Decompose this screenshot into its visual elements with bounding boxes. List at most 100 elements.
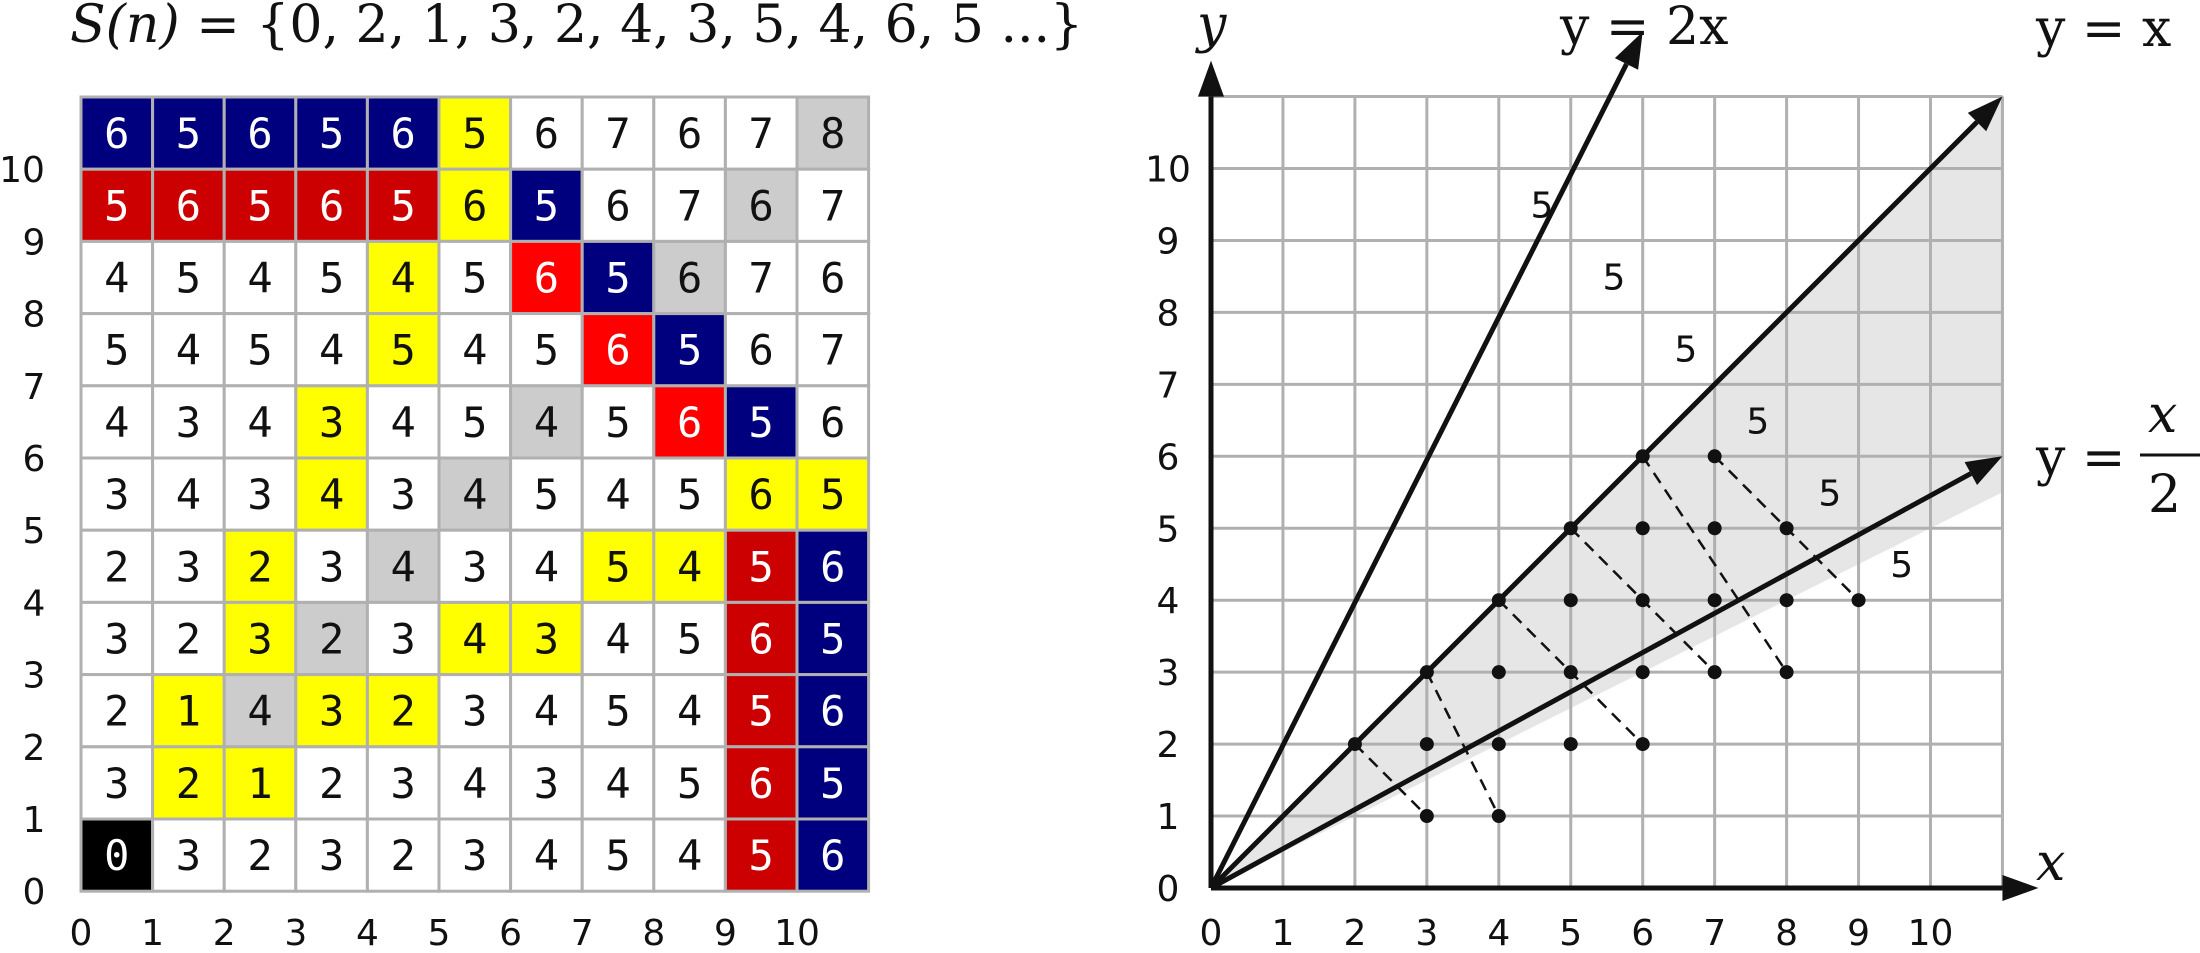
- grid-cell-value: 7: [749, 254, 774, 303]
- lattice-dot: [1707, 665, 1722, 680]
- left-x-tick: 1: [141, 913, 164, 953]
- grid-cell-value: 3: [462, 831, 487, 880]
- grid-cell: [580, 600, 656, 677]
- lattice-dot: [1851, 593, 1866, 608]
- grid-cell: [79, 600, 155, 677]
- grid-cell: [580, 95, 656, 171]
- grid-cell-value: 5: [677, 326, 702, 375]
- grid-cell: [580, 817, 656, 893]
- grid-cell-value: 6: [820, 542, 845, 591]
- line-half-denominator: 2: [2148, 465, 2181, 525]
- grid-cell: [222, 167, 298, 243]
- grid-cell-value: 4: [677, 831, 702, 880]
- five-label: 5: [1602, 257, 1625, 298]
- y-axis-label: y: [1195, 0, 1227, 55]
- grid-cell-value: 5: [462, 398, 487, 447]
- grid-cell-value: 4: [462, 470, 487, 519]
- grid-cell: [79, 384, 155, 460]
- grid-cell: [79, 456, 155, 532]
- grid-cell-value: 5: [749, 398, 774, 447]
- grid-cell-value: 6: [462, 181, 487, 230]
- grid-cell-value: 5: [104, 181, 129, 230]
- lattice-dot: [1347, 737, 1362, 752]
- grid-cell-value: 5: [820, 615, 845, 664]
- grid-cell-value: 2: [391, 831, 416, 880]
- grid-cell-value: 4: [605, 759, 630, 808]
- grid-cell-value: 5: [534, 326, 559, 375]
- left-x-tick: 8: [642, 913, 665, 953]
- grid-cell-value: 6: [319, 181, 344, 230]
- grid-cell: [365, 239, 441, 316]
- line-half-label: y = x 2: [2035, 385, 2200, 525]
- lattice-dot: [1635, 593, 1650, 608]
- grid-cell: [294, 745, 369, 821]
- grid-cell-value: 5: [319, 254, 344, 303]
- grid-cell-value: 5: [605, 254, 630, 303]
- grid-cell-value: 5: [534, 181, 559, 230]
- grid-cell-value: 7: [820, 181, 845, 230]
- grid-cell: [652, 745, 727, 821]
- grid-cell-value: 4: [247, 687, 272, 736]
- grid-cell: [437, 167, 513, 243]
- five-label: 5: [1531, 185, 1554, 226]
- lattice-dot: [1563, 665, 1578, 680]
- grid-cell-value: 4: [391, 254, 416, 303]
- right-x-tick: 9: [1847, 913, 1870, 953]
- right-x-tick: 5: [1559, 913, 1582, 953]
- grid-cell-value: 5: [319, 109, 344, 158]
- sequence-formula: S(n) = {0, 2, 1, 3, 2, 4, 3, 5, 4, 6, 5 …: [70, 0, 1083, 55]
- line-2x-label: y = 2x: [1559, 0, 1728, 57]
- grid-cell-value: 5: [605, 398, 630, 447]
- grid-cell-value: 5: [677, 470, 702, 519]
- lattice-dot: [1779, 593, 1794, 608]
- right-x-tick: 0: [1200, 913, 1223, 953]
- grid-cell-value: 3: [462, 542, 487, 591]
- grid-cell-value: 3: [176, 542, 201, 591]
- left-y-tick: 2: [23, 728, 46, 769]
- grid-cell: [795, 673, 871, 749]
- grid-cell: [222, 528, 298, 604]
- lattice-dot: [1707, 593, 1722, 608]
- left-y-tick: 4: [23, 583, 46, 624]
- lattice-dot: [1419, 809, 1434, 824]
- grid-cell-value: 3: [104, 470, 129, 519]
- right-y-tick: 4: [1157, 581, 1180, 622]
- grid-cell: [79, 528, 155, 604]
- right-x-tick: 8: [1775, 913, 1798, 953]
- grid-cell-value: 5: [605, 687, 630, 736]
- grid-cell-value: 4: [605, 615, 630, 664]
- grid-cell-value: 6: [820, 398, 845, 447]
- line-y-equals-x-arrowhead: [1967, 96, 2003, 132]
- grid-cell: [79, 673, 155, 749]
- lattice-dot: [1635, 665, 1650, 680]
- grid-cell-value: 1: [176, 687, 201, 736]
- grid-cell: [437, 817, 513, 893]
- left-y-tick: 7: [23, 367, 46, 408]
- grid-cell-value: 5: [749, 542, 774, 591]
- grid-cell-value: 6: [534, 109, 559, 158]
- left-x-tick: 2: [213, 913, 236, 953]
- grid-cell: [652, 167, 727, 243]
- left-y-tick: 0: [23, 872, 46, 913]
- line-half-numerator: x: [2148, 385, 2177, 445]
- grid-cell-value: 2: [176, 615, 201, 664]
- grid-cell-value: 7: [749, 109, 774, 158]
- grid-cell: [79, 239, 155, 316]
- grid-cell-value: 5: [104, 326, 129, 375]
- grid-cell-value: 3: [104, 615, 129, 664]
- grid-cell: [652, 456, 727, 532]
- grid-cell-value: 6: [605, 326, 630, 375]
- grid-cell-value: 8: [820, 109, 845, 158]
- grid-cell-value: 6: [820, 254, 845, 303]
- right-x-tick: 6: [1631, 913, 1654, 953]
- left-y-tick: 6: [23, 439, 46, 480]
- lattice-dot: [1491, 665, 1506, 680]
- grid-cell-value: 3: [391, 615, 416, 664]
- left-y-tick: 8: [23, 295, 46, 336]
- grid-cell-value: 4: [462, 615, 487, 664]
- grid-cell: [723, 384, 799, 460]
- right-gridlines: [1211, 95, 2004, 888]
- grid-cell-value: 1: [247, 759, 272, 808]
